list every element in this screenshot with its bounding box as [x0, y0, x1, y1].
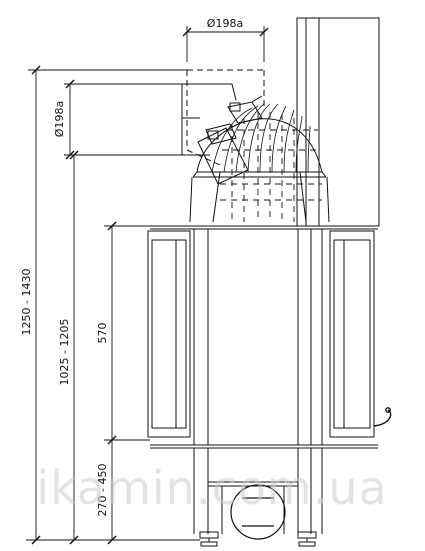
top-pipe-diameter-label: Ø198a — [207, 17, 243, 30]
base-height-label: 270 - 450 — [96, 464, 109, 517]
adjustable-feet — [199, 531, 317, 547]
right-door-panel — [329, 230, 375, 438]
air-inlet-icon — [230, 484, 286, 540]
left-door-panel — [147, 230, 191, 438]
dome-hidden-lines — [220, 112, 322, 222]
chimney-column — [296, 17, 380, 227]
watermark-text: ikamin.com.ua — [36, 461, 387, 515]
door-height-label: 570 — [96, 323, 109, 344]
side-pipe-diameter-label: Ø198a — [53, 101, 66, 137]
total-height-label: 1250 - 1430 — [20, 269, 33, 336]
outlet-height-label: 1025 - 1205 — [58, 319, 71, 386]
dimension-ticks — [31, 27, 269, 545]
stove-dome — [189, 118, 330, 223]
stove-body — [150, 225, 378, 449]
side-outlet-pipe — [181, 83, 237, 156]
door-handle-icon — [373, 407, 392, 427]
dome-ribs — [211, 103, 311, 173]
bolt-icon — [207, 102, 241, 140]
stove-base — [193, 448, 323, 534]
dimension-lines — [26, 26, 265, 541]
